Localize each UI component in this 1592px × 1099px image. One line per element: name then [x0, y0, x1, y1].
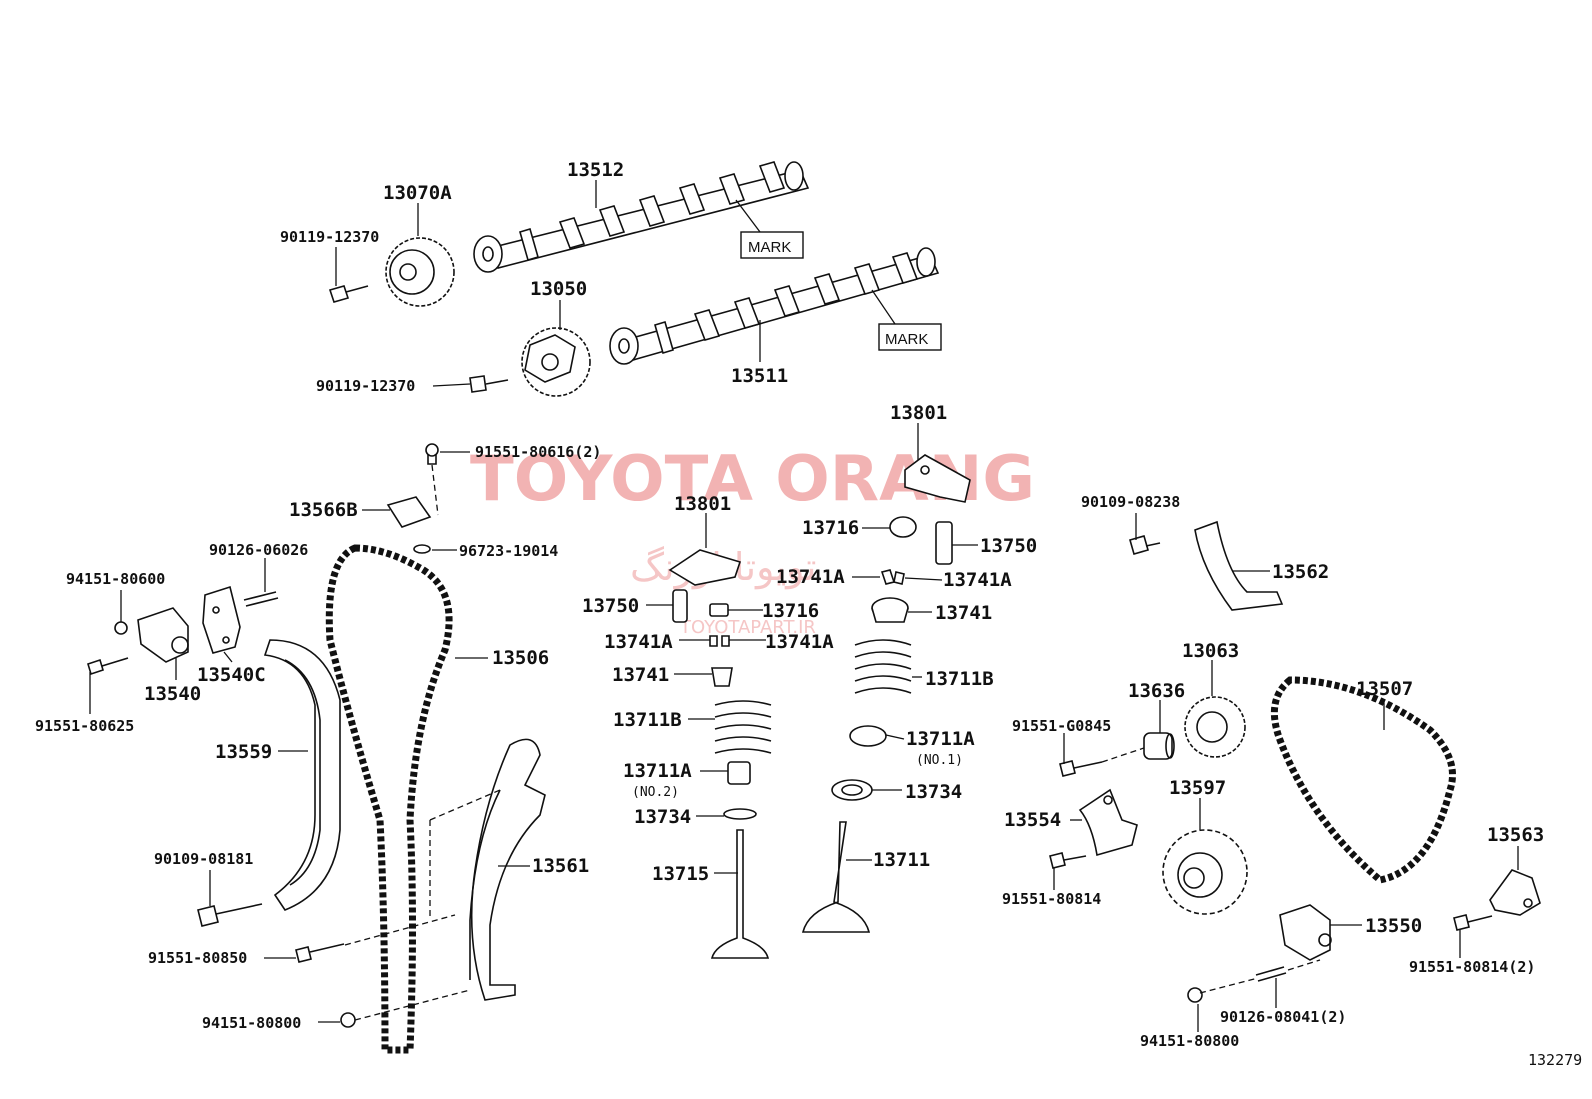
label-13511: 13511 — [731, 365, 788, 387]
label-13512: 13512 — [567, 159, 624, 181]
bolt-91551-80814-b — [1453, 914, 1493, 931]
label-13050: 13050 — [530, 278, 587, 300]
camshaft-13512 — [473, 161, 810, 273]
tensioner-arm-13554 — [1078, 788, 1138, 857]
rocker-arm-13801-right — [904, 454, 971, 503]
label-90119-12370-a: 90119-12370 — [280, 228, 379, 246]
camshaft-13511 — [609, 247, 940, 365]
diagram-id: 132279 — [1528, 1051, 1582, 1069]
label-13566B: 13566B — [289, 499, 358, 521]
spacer-13636 — [1143, 732, 1175, 760]
rocker-arm-13801-left — [668, 549, 742, 586]
bolt-91551-G0845 — [1059, 747, 1145, 777]
label-13562: 13562 — [1272, 561, 1329, 583]
mark-box-upper: MARK — [735, 199, 804, 259]
label-13801-right: 13801 — [890, 402, 947, 424]
label-13506: 13506 — [492, 647, 549, 669]
label-13711: 13711 — [873, 849, 930, 871]
label-13070A: 13070A — [383, 182, 452, 204]
label-91551-80814-b: 91551-80814(2) — [1409, 958, 1535, 976]
gasket-13540C — [202, 585, 241, 654]
label-13561: 13561 — [532, 855, 589, 877]
label-90126-08041: 90126-08041(2) — [1220, 1008, 1346, 1026]
label-13711B-right: 13711B — [925, 668, 994, 690]
label-13563: 13563 — [1487, 824, 1544, 846]
bolt-91551-80850 — [295, 943, 345, 963]
label-94151-80600: 94151-80600 — [66, 570, 165, 588]
label-13540: 13540 — [144, 683, 201, 705]
valve-stack-left — [672, 589, 772, 959]
chain-guide-13563 — [1489, 869, 1541, 916]
label-13711A-right-note: (NO.1) — [916, 753, 963, 768]
label-13711A-left-note: (NO.2) — [632, 785, 679, 800]
sprocket-13597 — [1162, 829, 1248, 915]
valve-stack-right — [801, 516, 953, 933]
label-13801-left: 13801 — [674, 493, 731, 515]
nut-94151-80800-left — [340, 1012, 356, 1028]
label-13063: 13063 — [1182, 640, 1239, 662]
label-13741A-left-b: 13741A — [765, 631, 834, 653]
label-13716-right: 13716 — [802, 517, 859, 539]
label-13741-left: 13741 — [612, 664, 669, 686]
label-13741A-left-a: 13741A — [604, 631, 673, 653]
label-13711B-left: 13711B — [613, 709, 682, 731]
bolt-90109-08181 — [197, 903, 263, 927]
bolt-90119-lower — [469, 375, 509, 393]
label-13741-right: 13741 — [935, 602, 992, 624]
mark-label-lower: MARK — [885, 331, 928, 348]
label-13636: 13636 — [1128, 680, 1185, 702]
label-13507: 13507 — [1356, 678, 1413, 700]
chain-guide-13561 — [429, 738, 546, 1001]
mark-box-lower: MARK — [871, 289, 942, 351]
label-13741A-right-b: 13741A — [943, 569, 1012, 591]
chain-guide-13562 — [1194, 520, 1284, 611]
label-90109-08238: 90109-08238 — [1081, 493, 1180, 511]
chain-guide-13559 — [263, 639, 341, 911]
label-91551-G0845: 91551-G0845 — [1012, 717, 1111, 735]
chain-13507 — [1270, 676, 1456, 884]
label-13750-left: 13750 — [582, 595, 639, 617]
label-13597: 13597 — [1169, 777, 1226, 799]
label-90109-08181: 90109-08181 — [154, 850, 253, 868]
label-94151-80800-left: 94151-80800 — [202, 1014, 301, 1032]
timing-chain-13506 — [325, 544, 453, 1054]
label-13715: 13715 — [652, 863, 709, 885]
part-labels: 13512 13070A 90119-12370 13050 90119-123… — [35, 159, 1582, 1069]
cam-gear-13050 — [521, 327, 591, 397]
label-13554: 13554 — [1004, 809, 1061, 831]
label-13559: 13559 — [215, 741, 272, 763]
label-96723-19014: 96723-19014 — [459, 542, 558, 560]
sprocket-13063 — [1184, 696, 1246, 758]
label-13750-right: 13750 — [980, 535, 1037, 557]
bolt-90109-08238 — [1129, 535, 1161, 555]
label-91551-80814-a: 91551-80814 — [1002, 890, 1101, 908]
tensioner-13540 — [87, 607, 189, 676]
label-91551-80625: 91551-80625 — [35, 717, 134, 735]
label-13711A-left: 13711A — [623, 760, 692, 782]
label-13550: 13550 — [1365, 915, 1422, 937]
label-94151-80800-right: 94151-80800 — [1140, 1032, 1239, 1050]
label-13540C: 13540C — [197, 664, 266, 686]
label-13741A-right-a: 13741A — [776, 566, 845, 588]
label-13734-right: 13734 — [905, 781, 962, 803]
label-13711A-right: 13711A — [906, 728, 975, 750]
cam-gear-13070A — [385, 237, 455, 307]
bolt-90119-upper — [328, 285, 369, 303]
label-13734-left: 13734 — [634, 806, 691, 828]
label-13716-left: 13716 — [762, 600, 819, 622]
watermark-site: TOYOTAPART.IR — [679, 617, 816, 638]
mark-label-upper: MARK — [748, 239, 791, 256]
stud-90126-06026 — [243, 591, 279, 607]
dash-bolt-guide — [344, 914, 456, 946]
tensioner-13550 — [1187, 904, 1332, 1003]
label-90119-12370-b: 90119-12370 — [316, 377, 415, 395]
label-90126-06026: 90126-06026 — [209, 541, 308, 559]
bolt-91551-80814-a — [1049, 852, 1087, 869]
label-91551-80616: 91551-80616(2) — [475, 443, 601, 461]
label-91551-80850: 91551-80850 — [148, 949, 247, 967]
chain-guide-13566B — [386, 443, 439, 554]
leader-lines — [89, 180, 1519, 1032]
